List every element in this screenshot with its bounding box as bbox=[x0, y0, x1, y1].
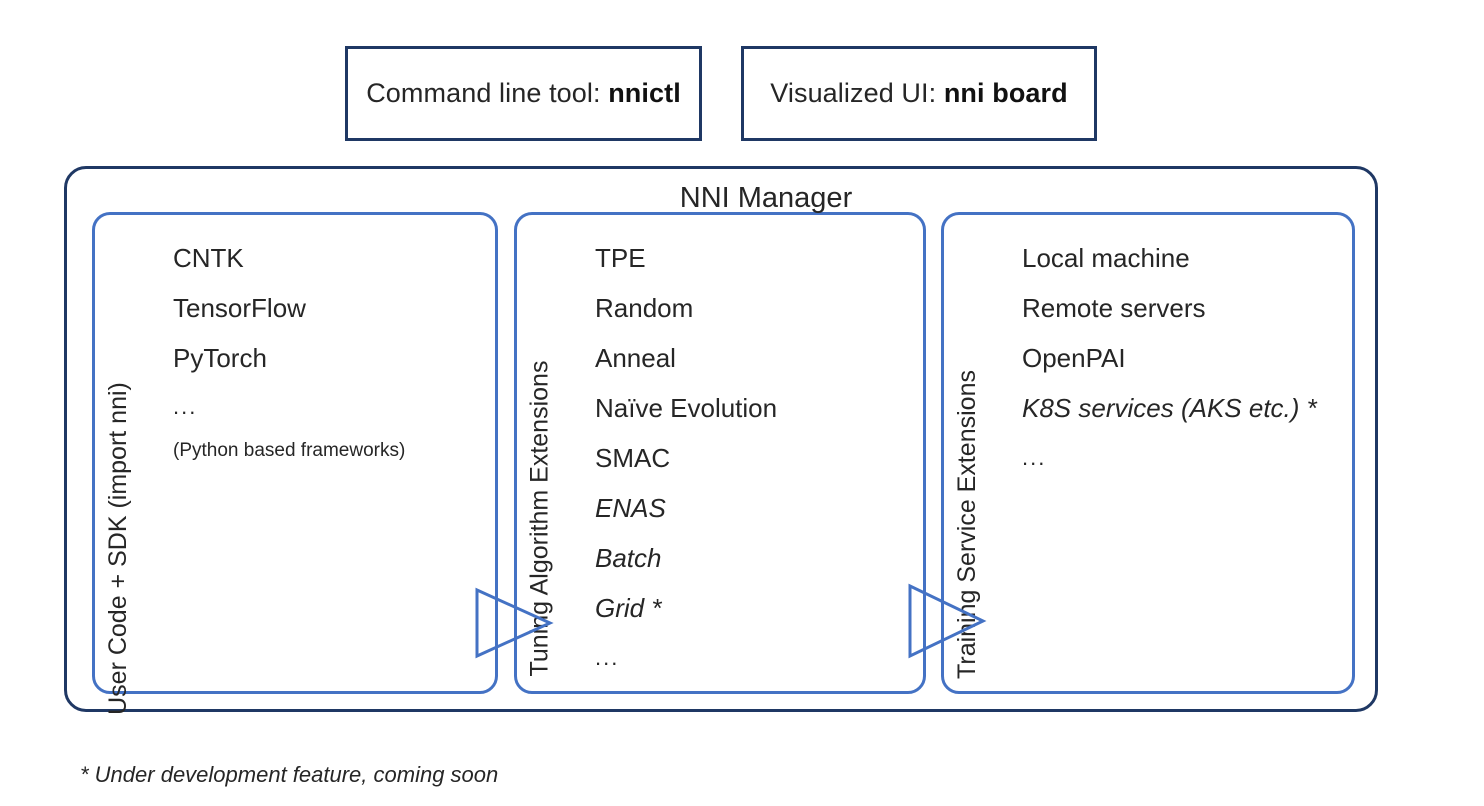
list-item: Grid * bbox=[595, 593, 662, 623]
panel-training-service-side-label-text: Training Service Extensions bbox=[952, 370, 981, 679]
training-service-item-list: Local machine Remote servers OpenPAI K8S… bbox=[1022, 233, 1344, 483]
command-line-tool-box: Command line tool: nnictl bbox=[345, 46, 702, 141]
command-line-tool-prefix: Command line tool: bbox=[366, 78, 609, 108]
list-item: OpenPAI bbox=[1022, 343, 1126, 373]
list-item: Batch bbox=[595, 543, 662, 573]
footnote-under-development: * Under development feature, coming soon bbox=[80, 762, 499, 787]
list-item: PyTorch bbox=[173, 343, 267, 373]
panel-user-code-sdk: User Code + SDK (import nni) CNTK Tensor… bbox=[92, 212, 498, 715]
panel-user-code-sdk-side-label: User Code + SDK (import nni) bbox=[95, 215, 141, 715]
user-code-sdk-item-list: CNTK TensorFlow PyTorch ... (Python base… bbox=[173, 233, 487, 471]
list-item: ENAS bbox=[595, 493, 666, 523]
visualized-ui-label: Visualized UI: nni board bbox=[770, 78, 1067, 109]
nni-manager-title: NNI Manager bbox=[679, 182, 853, 214]
list-item-note: (Python based frameworks) bbox=[173, 440, 406, 461]
list-item: TPE bbox=[595, 243, 646, 273]
list-item: K8S services (AKS etc.) * bbox=[1022, 393, 1317, 423]
visualized-ui-prefix: Visualized UI: bbox=[770, 78, 944, 108]
list-item: Naïve Evolution bbox=[595, 393, 778, 423]
tuning-algorithm-item-list: TPE Random Anneal Naïve Evolution SMAC E… bbox=[595, 233, 915, 683]
list-item-ellipsis: ... bbox=[1022, 445, 1047, 470]
list-item: Random bbox=[595, 293, 694, 323]
list-item-ellipsis: ... bbox=[595, 645, 620, 670]
list-item: TensorFlow bbox=[173, 293, 306, 323]
list-item: SMAC bbox=[595, 443, 671, 473]
visualized-ui-box: Visualized UI: nni board bbox=[741, 46, 1097, 141]
list-item: Remote servers bbox=[1022, 293, 1206, 323]
panel-tuning-algorithm-side-label-text: Tuning Algorithm Extensions bbox=[525, 360, 554, 677]
list-item: Anneal bbox=[595, 343, 676, 373]
panel-tuning-algorithm-side-label: Tuning Algorithm Extensions bbox=[517, 215, 563, 691]
list-item: CNTK bbox=[173, 243, 244, 273]
panel-training-service-extensions: Training Service Extensions Local machin… bbox=[941, 212, 1355, 694]
command-line-tool-label: Command line tool: nnictl bbox=[366, 78, 681, 109]
visualized-ui-emphasis: nni board bbox=[943, 78, 1068, 108]
list-item: Local machine bbox=[1022, 243, 1190, 273]
panel-user-code-sdk-side-label-text: User Code + SDK (import nni) bbox=[103, 382, 132, 715]
panel-training-service-side-label: Training Service Extensions bbox=[944, 215, 990, 691]
list-item-ellipsis: ... bbox=[173, 394, 198, 419]
command-line-tool-emphasis: nnictl bbox=[608, 78, 681, 108]
panel-tuning-algorithm-extensions: Tuning Algorithm Extensions TPE Random A… bbox=[514, 212, 926, 694]
